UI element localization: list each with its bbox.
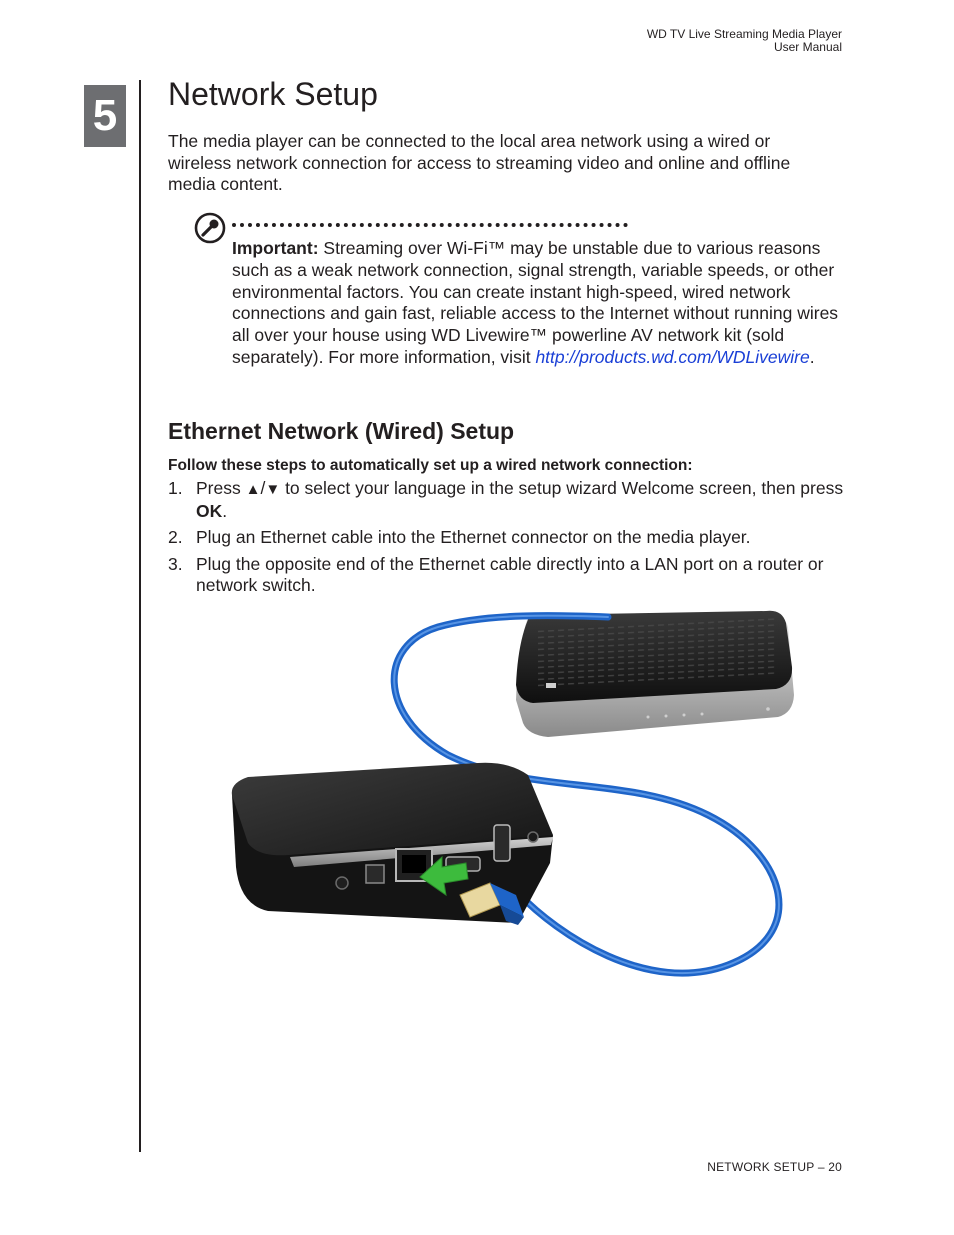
steps-list: 1. Press ▲/▼ to select your language in … [168, 478, 848, 602]
note-body: Streaming over Wi-Fi™ may be unstable du… [232, 238, 839, 367]
step-item: 1. Press ▲/▼ to select your language in … [168, 478, 848, 523]
note-label: Important: [232, 238, 319, 258]
power-port [335, 876, 349, 890]
running-header: WD TV Live Streaming Media Player User M… [647, 28, 842, 54]
note-dotted-rule [232, 223, 628, 227]
important-icon [194, 212, 226, 244]
router-device [516, 610, 794, 737]
up-arrow-icon: ▲ [245, 481, 261, 498]
steps-lead: Follow these steps to automatically set … [168, 457, 693, 474]
footer-separator: – [814, 1160, 829, 1174]
header-product: WD TV Live Streaming Media Player [646, 27, 842, 41]
page-footer: NETWORK SETUP – 20 [707, 1160, 842, 1174]
step-text: Plug an Ethernet cable into the Ethernet… [196, 527, 751, 548]
av-out-port [527, 831, 539, 843]
section-heading: Ethernet Network (Wired) Setup [168, 418, 515, 444]
chapter-number-tab: 5 [84, 85, 126, 147]
step-number: 2. [168, 527, 183, 548]
step-item: 2. Plug an Ethernet cable into the Ether… [168, 527, 848, 549]
down-arrow-icon: ▼ [265, 481, 281, 498]
page-title: Network Setup [168, 76, 378, 112]
step-text: Plug the opposite end of the Ethernet ca… [196, 553, 824, 596]
ok-key-label: OK [196, 500, 223, 521]
note-end: . [809, 346, 815, 367]
optical-port [365, 864, 385, 884]
chapter-divider-rule [139, 80, 141, 1152]
usb-port [493, 824, 511, 862]
router-logo-badge [546, 683, 556, 688]
page-number: 20 [828, 1160, 842, 1174]
footer-section: NETWORK SETUP [707, 1160, 815, 1174]
intro-paragraph: The media player can be connected to the… [168, 131, 791, 195]
arrow-separator: / [260, 478, 266, 498]
important-note: Important: Streaming over Wi-Fi™ may be … [232, 238, 842, 369]
step-number: 3. [168, 553, 183, 574]
rj45-plug [459, 882, 524, 925]
wdlivewire-link[interactable]: http://products.wd.com/WDLivewire [535, 346, 810, 367]
step-item: 3. Plug the opposite end of the Ethernet… [168, 554, 848, 598]
insert-arrow-icon [419, 855, 469, 897]
step-text-end: . [222, 500, 228, 521]
step-text-pre: Press [196, 478, 246, 498]
step-number: 1. [168, 478, 183, 498]
step-text-mid: to select your language in the setup wiz… [280, 478, 844, 498]
ethernet-connection-illustration [231, 610, 794, 977]
header-doc-type: User Manual [773, 40, 842, 54]
